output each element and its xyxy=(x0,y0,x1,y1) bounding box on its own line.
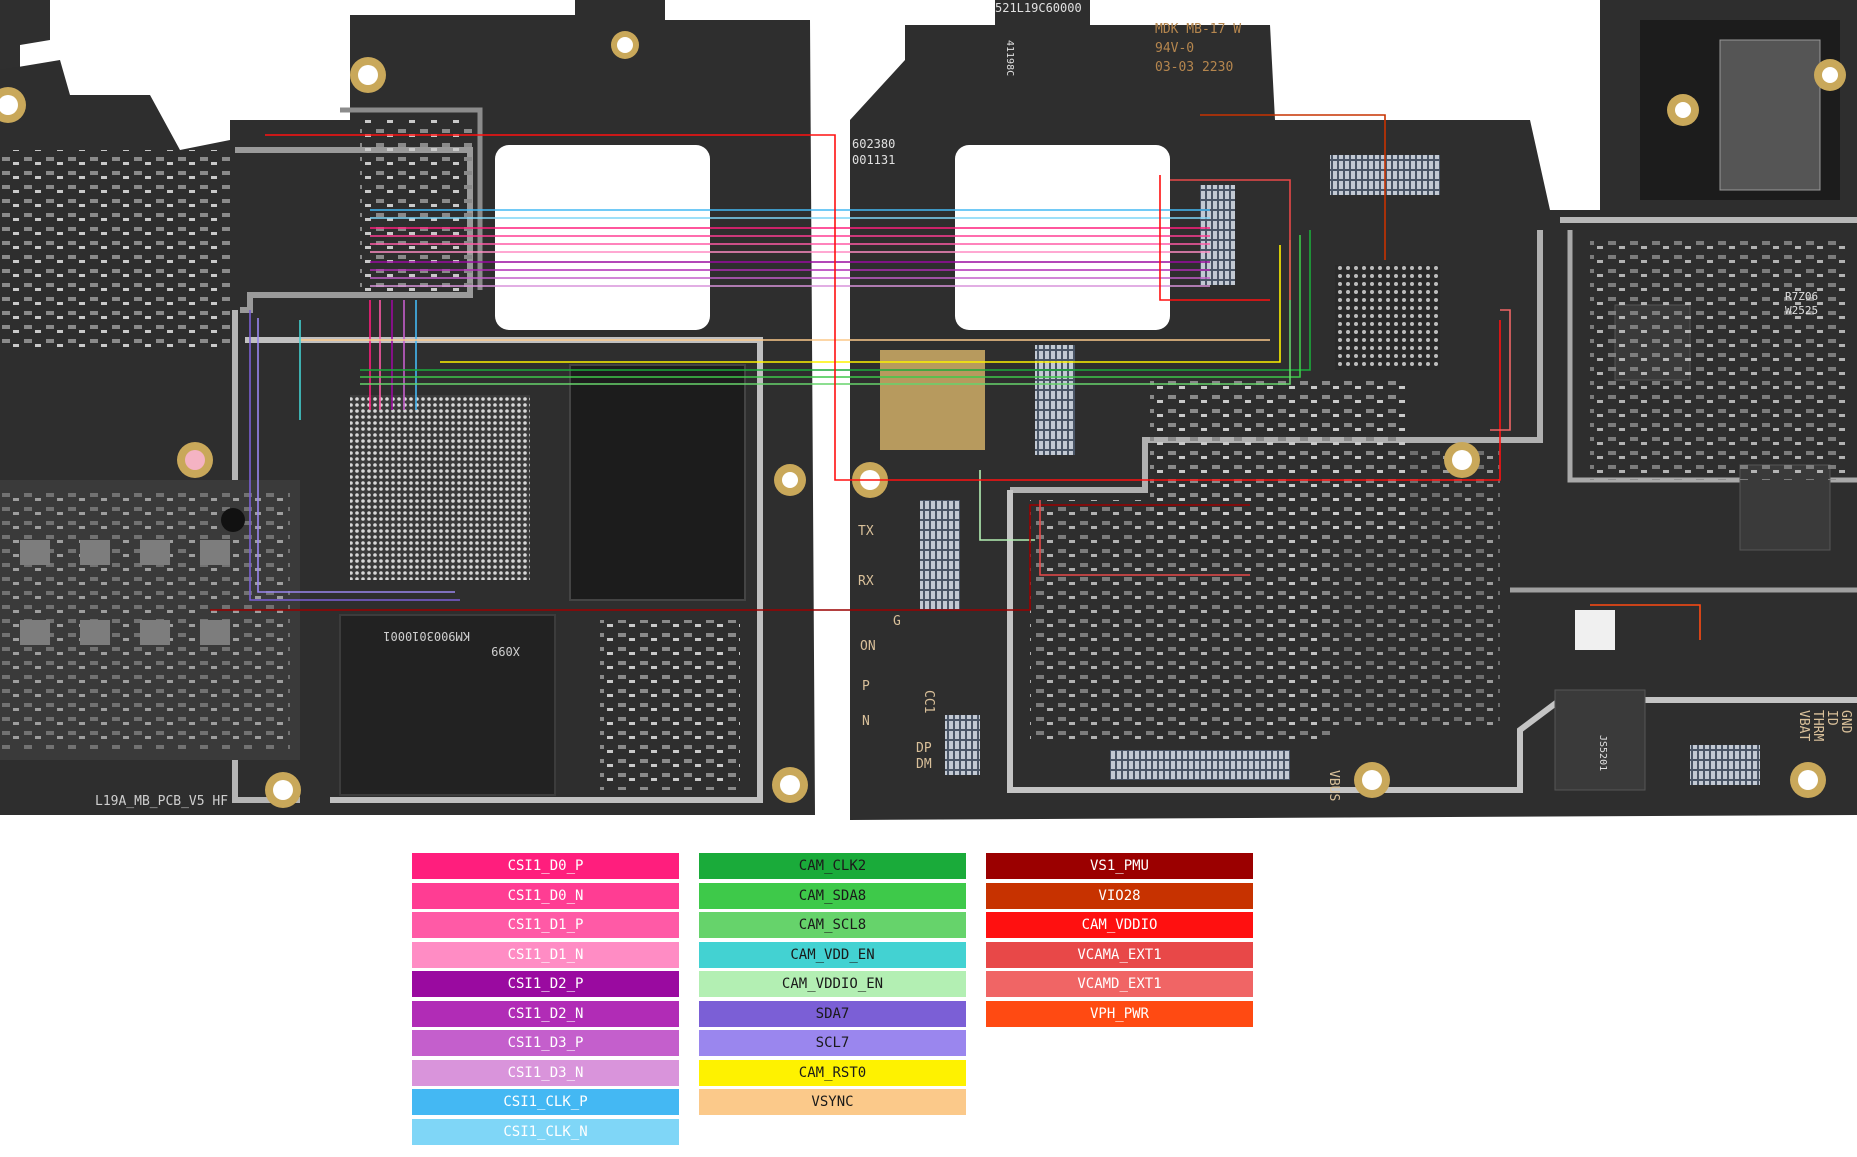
legend-item-csi1-d0-n: CSI1_D0_N xyxy=(412,882,679,909)
legend-item-csi1-d3-n: CSI1_D3_N xyxy=(412,1059,679,1086)
legend-item-cam-vddio: CAM_VDDIO xyxy=(986,912,1253,938)
pcb-diagram: L19A_MB_PCB_V5 HF KM9003010001 X099 xyxy=(0,0,1857,820)
edge-label-cc1: CC1 xyxy=(921,690,936,713)
legend-item-csi1-d1-p: CSI1_D1_P xyxy=(412,912,679,938)
legend-item-csi1-clk-n: CSI1_CLK_N xyxy=(412,1118,679,1145)
legend-item-vsync: VSYNC xyxy=(699,1089,966,1115)
right-chip-mark-2: W2525 xyxy=(1785,304,1818,317)
edge-label-vbus: VBUS xyxy=(1326,770,1341,801)
legend-column-power: VS1_PMU VIO28 CAM_VDDIO VCAMA_EXT1 VCAMD… xyxy=(986,853,1253,1030)
right-board-serial-2: 001131 xyxy=(852,153,895,167)
edge-label-thrm: THRM xyxy=(1810,710,1825,741)
edge-label-on: ON xyxy=(860,639,876,654)
left-board: L19A_MB_PCB_V5 HF KM9003010001 X099 xyxy=(0,0,815,815)
legend-item-sda7: SDA7 xyxy=(699,1000,966,1027)
legend-item-csi1-d3-p: CSI1_D3_P xyxy=(412,1030,679,1056)
legend-item-csi1-d0-p: CSI1_D0_P xyxy=(412,853,679,879)
legend-column-csi: CSI1_D0_P CSI1_D0_N CSI1_D1_P CSI1_D1_N … xyxy=(412,853,679,1148)
signal-traces xyxy=(210,114,1701,640)
legend-item-cam-rst0: CAM_RST0 xyxy=(699,1059,966,1086)
left-board-label: L19A_MB_PCB_V5 HF xyxy=(95,794,228,809)
legend-item-vs1-pmu: VS1_PMU xyxy=(986,853,1253,879)
legend-item-cam-vdd-en: CAM_VDD_EN xyxy=(699,941,966,968)
right-board-mdk: MDK MB-17 W xyxy=(1155,22,1241,37)
edge-label-gnd: GND xyxy=(1838,710,1853,734)
legend-item-vcama-ext1: VCAMA_EXT1 xyxy=(986,941,1253,968)
pcb-board-image: L19A_MB_PCB_V5 HF KM9003010001 X099 xyxy=(0,0,1857,820)
legend-item-csi1-d2-p: CSI1_D2_P xyxy=(412,971,679,997)
legend-item-csi1-d2-n: CSI1_D2_N xyxy=(412,1000,679,1027)
right-board-lot: 94V-0 xyxy=(1155,41,1194,56)
legend-item-vcamd-ext1: VCAMD_EXT1 xyxy=(986,971,1253,997)
edge-label-id: ID xyxy=(1824,710,1839,726)
legend-column-control: CAM_CLK2 CAM_SDA8 CAM_SCL8 CAM_VDD_EN CA… xyxy=(699,853,966,1119)
right-pmic-mark: JS5201 xyxy=(1597,735,1608,771)
edge-label-vbat: VBAT xyxy=(1796,710,1811,741)
legend-item-scl7: SCL7 xyxy=(699,1030,966,1056)
edge-label-n: N xyxy=(862,714,870,729)
edge-label-dp: DP xyxy=(916,741,932,756)
legend-item-csi1-d1-n: CSI1_D1_N xyxy=(412,941,679,968)
legend-item-cam-clk2: CAM_CLK2 xyxy=(699,853,966,879)
legend-item-vio28: VIO28 xyxy=(986,882,1253,909)
left-chip-mark-2: X099 xyxy=(491,644,520,658)
legend-item-cam-vddio-en: CAM_VDDIO_EN xyxy=(699,971,966,997)
right-board: 521L19C60000 MDK MB-17 W 94V-0 03-03 223… xyxy=(850,0,1857,820)
left-chip-mark: KM9003010001 xyxy=(383,629,470,643)
edge-label-p: P xyxy=(862,679,870,694)
right-board-small-code: 41198C xyxy=(1004,40,1015,76)
edge-label-rx: RX xyxy=(858,574,874,589)
right-board-date: 03-03 2230 xyxy=(1155,60,1233,75)
edge-label-tx: TX xyxy=(858,524,874,539)
legend-item-csi1-clk-p: CSI1_CLK_P xyxy=(412,1089,679,1115)
legend-item-vph-pwr: VPH_PWR xyxy=(986,1000,1253,1027)
edge-label-dm: DM xyxy=(916,757,932,772)
edge-label-g: G xyxy=(893,614,901,629)
legend-item-cam-sda8: CAM_SDA8 xyxy=(699,882,966,909)
legend-item-cam-scl8: CAM_SCL8 xyxy=(699,912,966,938)
right-chip-mark-1: R7Z06 xyxy=(1785,290,1818,303)
right-board-top-code: 521L19C60000 xyxy=(995,1,1082,15)
right-board-serial-1: 602380 xyxy=(852,137,895,151)
